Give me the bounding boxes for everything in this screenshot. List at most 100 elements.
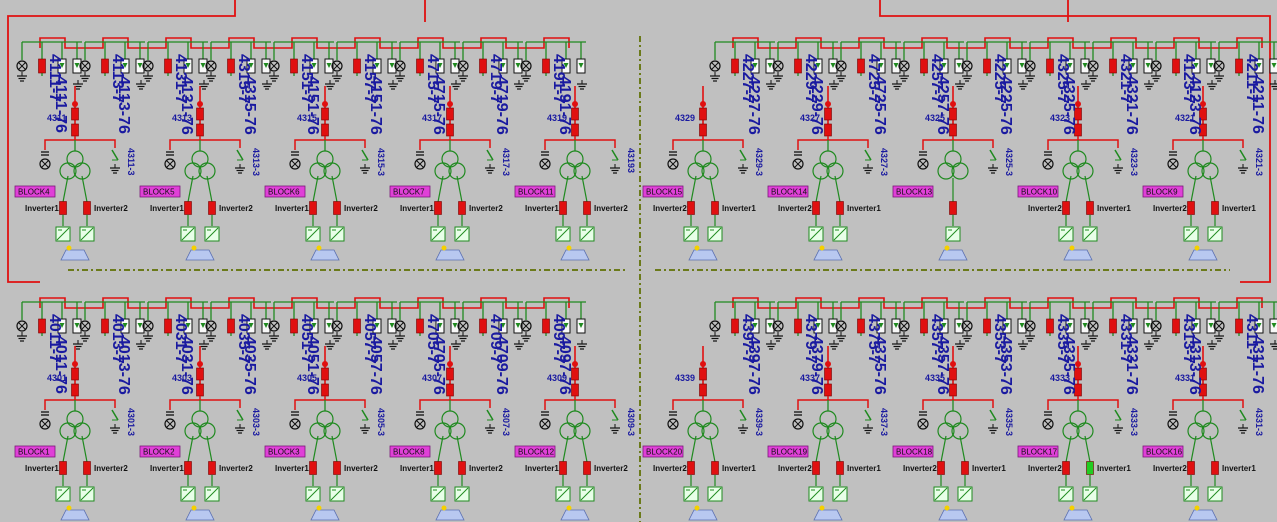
breaker[interactable] — [446, 367, 454, 381]
breaker[interactable] — [1235, 318, 1243, 334]
disconnector-icon[interactable] — [989, 409, 997, 421]
breaker[interactable] — [571, 367, 579, 381]
breaker[interactable] — [1109, 318, 1117, 334]
block-tag[interactable] — [642, 445, 684, 458]
block-tag[interactable] — [14, 445, 56, 458]
breaker[interactable] — [227, 318, 235, 334]
breaker[interactable] — [321, 107, 329, 121]
breaker[interactable] — [458, 461, 466, 475]
breaker[interactable] — [949, 367, 957, 381]
disconnector-icon[interactable] — [611, 409, 619, 421]
breaker[interactable] — [208, 461, 216, 475]
breaker[interactable] — [794, 58, 802, 74]
breaker[interactable] — [1235, 58, 1243, 74]
breaker[interactable] — [353, 318, 361, 334]
breaker[interactable] — [101, 58, 109, 74]
breaker[interactable] — [1074, 367, 1082, 381]
breaker[interactable] — [321, 383, 329, 397]
breaker[interactable] — [38, 58, 46, 74]
breaker[interactable] — [961, 461, 969, 475]
breaker[interactable] — [59, 201, 67, 215]
breaker[interactable] — [290, 58, 298, 74]
block-tag[interactable] — [264, 185, 306, 198]
disconnector-icon[interactable] — [486, 409, 494, 421]
breaker[interactable] — [479, 318, 487, 334]
block-tag[interactable] — [892, 185, 934, 198]
block-tag[interactable] — [514, 445, 556, 458]
breaker[interactable] — [857, 318, 865, 334]
breaker[interactable] — [937, 461, 945, 475]
breaker[interactable] — [1046, 318, 1054, 334]
block-tag[interactable] — [767, 445, 809, 458]
disconnector-icon[interactable] — [361, 409, 369, 421]
breaker[interactable] — [699, 107, 707, 121]
block-tag[interactable] — [514, 185, 556, 198]
breaker[interactable] — [1211, 461, 1219, 475]
disconnector-icon[interactable] — [989, 149, 997, 161]
block-tag[interactable] — [1017, 185, 1059, 198]
breaker[interactable] — [59, 461, 67, 475]
disconnector-icon[interactable] — [1114, 409, 1122, 421]
block-tag[interactable] — [14, 185, 56, 198]
disconnector-icon[interactable] — [1239, 409, 1247, 421]
breaker[interactable] — [458, 201, 466, 215]
breaker[interactable] — [794, 318, 802, 334]
block-tag[interactable] — [139, 445, 181, 458]
breaker[interactable] — [333, 201, 341, 215]
breaker[interactable] — [446, 107, 454, 121]
breaker[interactable] — [184, 461, 192, 475]
breaker[interactable] — [101, 318, 109, 334]
breaker[interactable] — [711, 201, 719, 215]
block-tag[interactable] — [767, 185, 809, 198]
breaker[interactable] — [309, 201, 317, 215]
breaker[interactable] — [836, 201, 844, 215]
breaker[interactable] — [196, 107, 204, 121]
breaker[interactable] — [836, 461, 844, 475]
breaker[interactable] — [699, 383, 707, 397]
breaker[interactable] — [290, 318, 298, 334]
block-tag[interactable] — [389, 185, 431, 198]
breaker[interactable] — [196, 383, 204, 397]
disconnector-icon[interactable] — [486, 149, 494, 161]
disconnector-icon[interactable] — [361, 149, 369, 161]
breaker[interactable] — [1046, 58, 1054, 74]
breaker[interactable] — [687, 201, 695, 215]
breaker[interactable] — [920, 58, 928, 74]
block-tag[interactable] — [1017, 445, 1059, 458]
breaker[interactable] — [949, 107, 957, 121]
disconnector-icon[interactable] — [111, 409, 119, 421]
disconnector-icon[interactable] — [739, 409, 747, 421]
breaker[interactable] — [1086, 461, 1094, 475]
disconnector-icon[interactable] — [864, 409, 872, 421]
breaker[interactable] — [1109, 58, 1117, 74]
breaker[interactable] — [559, 461, 567, 475]
disconnector-icon[interactable] — [864, 149, 872, 161]
breaker[interactable] — [542, 318, 550, 334]
block-tag[interactable] — [389, 445, 431, 458]
breaker[interactable] — [434, 461, 442, 475]
breaker[interactable] — [559, 201, 567, 215]
breaker[interactable] — [1074, 107, 1082, 121]
breaker[interactable] — [571, 107, 579, 121]
breaker[interactable] — [687, 461, 695, 475]
breaker[interactable] — [164, 58, 172, 74]
breaker[interactable] — [1199, 107, 1207, 121]
breaker[interactable] — [434, 201, 442, 215]
breaker[interactable] — [1172, 58, 1180, 74]
breaker[interactable] — [983, 58, 991, 74]
breaker[interactable] — [1187, 201, 1195, 215]
breaker[interactable] — [353, 58, 361, 74]
breaker[interactable] — [1062, 201, 1070, 215]
block-tag[interactable] — [642, 185, 684, 198]
breaker[interactable] — [583, 461, 591, 475]
breaker[interactable] — [542, 58, 550, 74]
breaker[interactable] — [479, 58, 487, 74]
disconnector-icon[interactable] — [1239, 149, 1247, 161]
breaker[interactable] — [920, 318, 928, 334]
breaker[interactable] — [1062, 461, 1070, 475]
breaker[interactable] — [309, 461, 317, 475]
disconnector-icon[interactable] — [611, 149, 619, 161]
breaker[interactable] — [699, 367, 707, 381]
block-tag[interactable] — [1142, 445, 1184, 458]
breaker[interactable] — [71, 367, 79, 381]
